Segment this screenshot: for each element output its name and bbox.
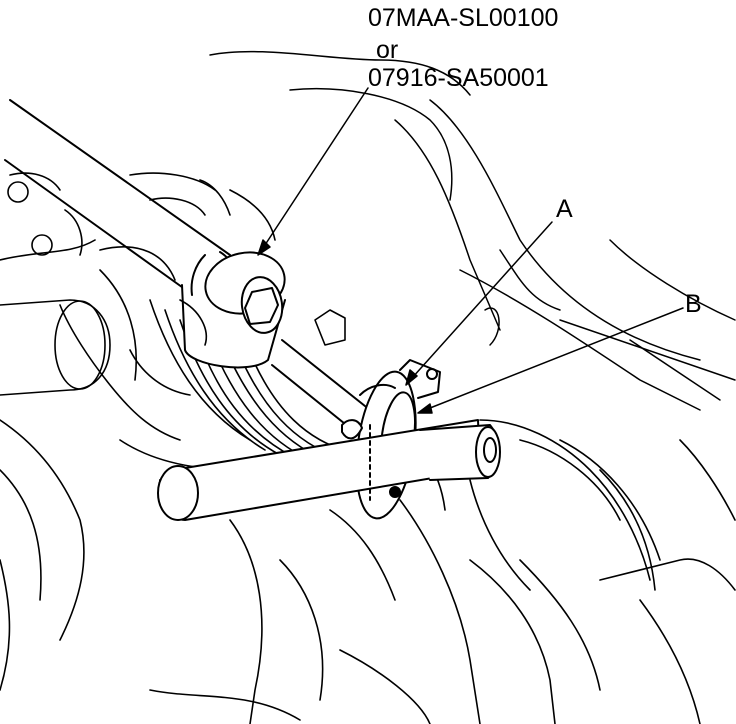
engine-block [0, 172, 276, 441]
engine-housing-outline [209, 50, 736, 411]
lower-engine-outline [0, 419, 481, 724]
tool-number-or: or [376, 36, 399, 64]
holder-handle-rod [157, 419, 501, 521]
leader-a-arrowhead [405, 369, 418, 386]
socket-tool [181, 251, 286, 369]
tool-leader-line [262, 87, 369, 249]
tool-number-primary: 07MAA-SL00100 [368, 4, 559, 32]
upper-bolt [179, 299, 346, 346]
right-lower-outline [469, 419, 736, 724]
callout-leaders [257, 87, 684, 414]
leader-line-b [424, 307, 684, 411]
tool-number-alternate: 07916-SA50001 [368, 64, 549, 92]
callout-label-b: B [685, 290, 702, 318]
extension-bar [271, 339, 371, 433]
leader-b-arrowhead [417, 403, 433, 414]
tool-leader-arrowhead [257, 239, 271, 256]
wrench-handle [4, 99, 237, 305]
leader-line-a [411, 221, 553, 379]
callout-label-a: A [556, 195, 573, 223]
